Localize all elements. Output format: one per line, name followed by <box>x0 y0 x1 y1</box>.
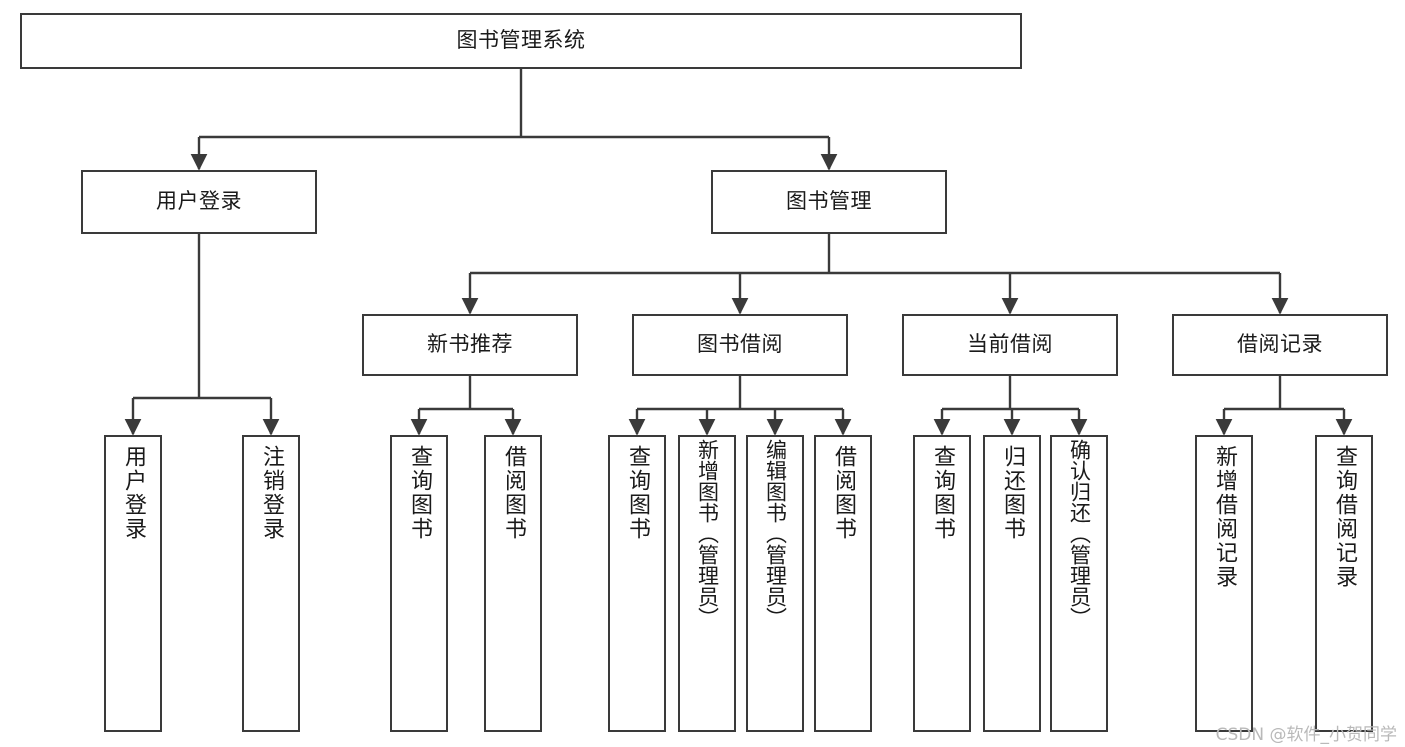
node-leaf-borrow-book-bor[interactable]: 借阅图书 <box>814 435 872 732</box>
node-label: 查询图书 <box>406 445 432 541</box>
node-label: 新书推荐 <box>427 332 513 357</box>
node-label: 查询图书 <box>624 445 650 541</box>
node-leaf-user-logout[interactable]: 注销登录 <box>242 435 300 732</box>
node-leaf-add-book[interactable]: 新增图书（管理员） <box>678 435 736 732</box>
node-label: 编辑图书（管理员） <box>763 439 788 628</box>
node-leaf-confirm-return[interactable]: 确认归还（管理员） <box>1050 435 1108 732</box>
node-label: 新增借阅记录 <box>1211 445 1237 589</box>
node-leaf-add-record[interactable]: 新增借阅记录 <box>1195 435 1253 732</box>
node-label: 图书管理 <box>786 189 872 214</box>
node-label: 图书管理系统 <box>456 28 586 53</box>
node-label: 新增图书（管理员） <box>695 439 720 628</box>
node-book-borrow[interactable]: 图书借阅 <box>632 314 848 376</box>
node-leaf-query-book-rec[interactable]: 查询图书 <box>390 435 448 732</box>
node-leaf-query-book-cur[interactable]: 查询图书 <box>913 435 971 732</box>
node-current-borrow[interactable]: 当前借阅 <box>902 314 1118 376</box>
node-label: 当前借阅 <box>967 332 1053 357</box>
node-label: 查询借阅记录 <box>1331 445 1357 589</box>
node-leaf-user-login[interactable]: 用户登录 <box>104 435 162 732</box>
node-label: 查询图书 <box>929 445 955 541</box>
node-borrow-record[interactable]: 借阅记录 <box>1172 314 1388 376</box>
node-label: 借阅记录 <box>1237 332 1323 357</box>
node-label: 用户登录 <box>120 445 146 541</box>
node-root[interactable]: 图书管理系统 <box>20 13 1022 69</box>
node-label: 注销登录 <box>258 445 284 541</box>
node-label: 借阅图书 <box>830 445 856 541</box>
node-book-manage[interactable]: 图书管理 <box>711 170 947 234</box>
node-label: 借阅图书 <box>500 445 526 541</box>
node-label: 确认归还（管理员） <box>1067 439 1092 628</box>
node-label: 用户登录 <box>156 189 242 214</box>
node-new-book-recommend[interactable]: 新书推荐 <box>362 314 578 376</box>
node-leaf-edit-book[interactable]: 编辑图书（管理员） <box>746 435 804 732</box>
node-leaf-borrow-book-rec[interactable]: 借阅图书 <box>484 435 542 732</box>
node-label: 图书借阅 <box>697 332 783 357</box>
csdn-watermark: CSDN @软件_小贺同学 <box>1215 725 1397 745</box>
node-leaf-query-book-bor[interactable]: 查询图书 <box>608 435 666 732</box>
node-label: 归还图书 <box>999 445 1025 541</box>
node-leaf-return-book[interactable]: 归还图书 <box>983 435 1041 732</box>
node-user-login[interactable]: 用户登录 <box>81 170 317 234</box>
node-leaf-query-record[interactable]: 查询借阅记录 <box>1315 435 1373 732</box>
